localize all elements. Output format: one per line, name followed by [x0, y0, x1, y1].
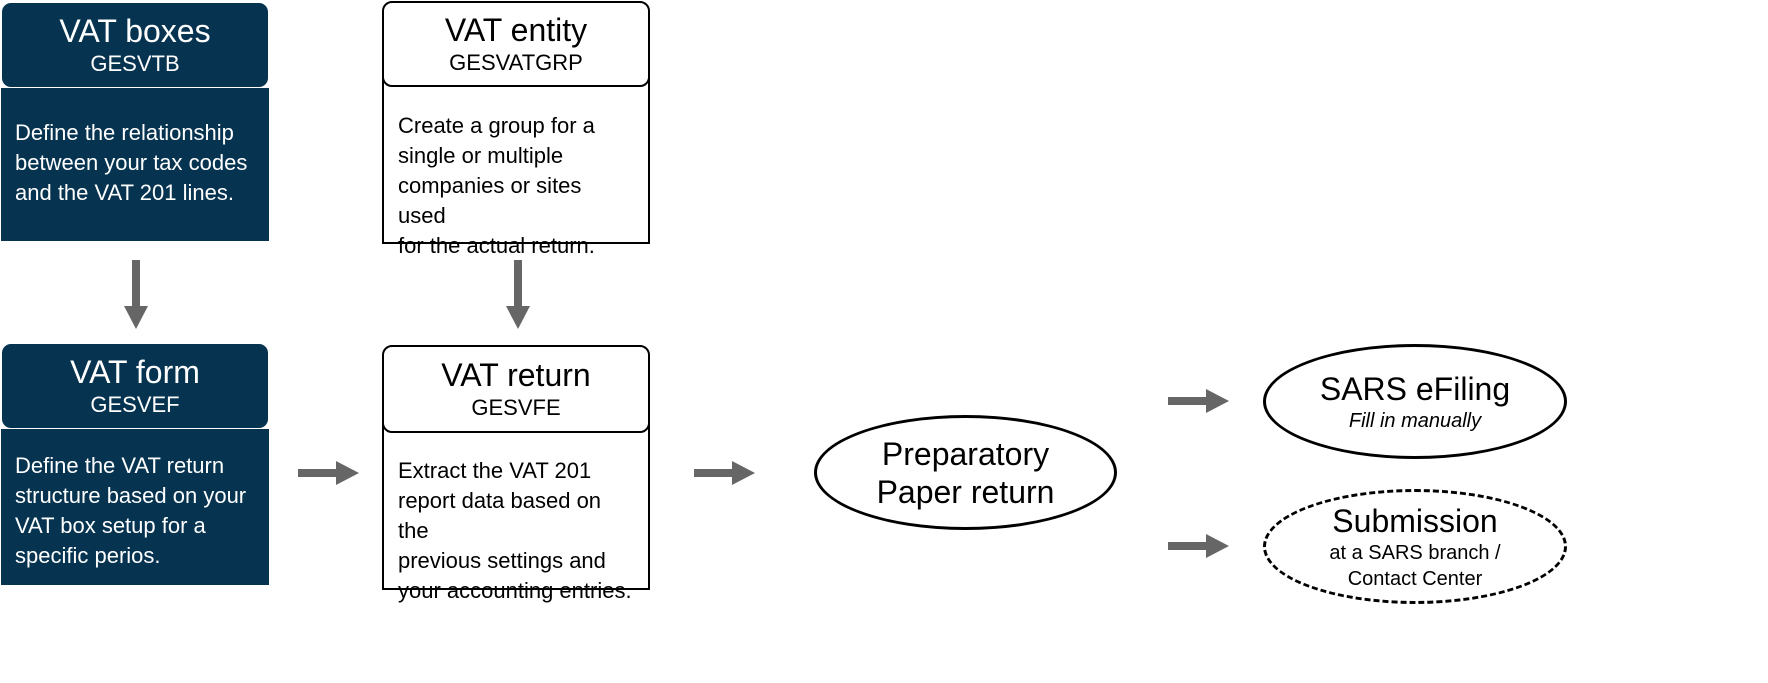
description-line: Create a group for a — [398, 113, 595, 138]
description-line: single or multiple — [398, 143, 564, 168]
description-line: Define the VAT return — [15, 453, 225, 478]
description-line: previous settings and — [398, 548, 606, 573]
submission-title: Submission — [1332, 502, 1498, 539]
submission-oval: Submission at a SARS branch / Contact Ce… — [1263, 489, 1567, 604]
description-line: structure based on your — [15, 483, 247, 508]
vat-form-header: VAT form GESVEF — [1, 343, 269, 429]
preparatory-paper-return-oval: Preparatory Paper return — [814, 415, 1117, 530]
sars-efiling-oval: SARS eFiling Fill in manually — [1263, 344, 1567, 459]
sars-efiling-title: SARS eFiling — [1319, 370, 1511, 407]
preparatory-line-1: Preparatory — [881, 435, 1050, 472]
vat-boxes-header: VAT boxes GESVTB — [1, 2, 269, 88]
description-line: specific perios. — [15, 543, 161, 568]
description-line: and the VAT 201 lines. — [15, 180, 234, 205]
description-line: for the actual return. — [398, 233, 595, 258]
arrow-right-to-sars-efiling — [1168, 389, 1229, 413]
vat-form-description: Define the VAT return structure based on… — [1, 429, 269, 585]
arrow-down-vat-entity-to-return — [506, 260, 530, 329]
description-line: VAT box setup for a — [15, 513, 206, 538]
preparatory-line-2: Paper return — [876, 473, 1055, 510]
vat-return-description: Extract the VAT 201 report data based on… — [382, 424, 650, 603]
description-line: report data based on the — [398, 488, 602, 543]
sars-efiling-subtitle: Fill in manually — [1348, 409, 1482, 432]
vat-form-code: GESVEF — [90, 392, 180, 417]
description-line: your accounting entries. — [398, 578, 632, 603]
submission-sub-2: Contact Center — [1347, 567, 1483, 590]
arrow-right-return-to-preparatory — [694, 461, 755, 485]
vat-return-code: GESVFE — [471, 395, 561, 420]
submission-sub-1: at a SARS branch / — [1329, 541, 1501, 564]
description-line: Define the relationship — [15, 120, 234, 145]
vat-return-title: VAT return — [441, 357, 591, 393]
arrow-down-vat-boxes-to-form — [124, 260, 148, 329]
vat-entity-description: Create a group for a single or multiple … — [382, 78, 650, 258]
vat-return-header: VAT return GESVFE — [382, 345, 650, 433]
vat-form-title: VAT form — [70, 354, 200, 390]
vat-entity-title: VAT entity — [444, 12, 588, 48]
vat-boxes-title: VAT boxes — [59, 13, 211, 49]
description-line: Extract the VAT 201 — [398, 458, 592, 483]
vat-boxes-code: GESVTB — [90, 51, 180, 76]
arrow-right-to-submission — [1168, 534, 1229, 558]
description-line: companies or sites used — [398, 173, 582, 228]
arrow-right-form-to-return — [298, 461, 359, 485]
vat-entity-code: GESVATGRP — [449, 50, 583, 75]
description-line: between your tax codes — [15, 150, 248, 175]
vat-boxes-description: Define the relationship between your tax… — [1, 88, 269, 241]
vat-entity-header: VAT entity GESVATGRP — [382, 1, 650, 87]
